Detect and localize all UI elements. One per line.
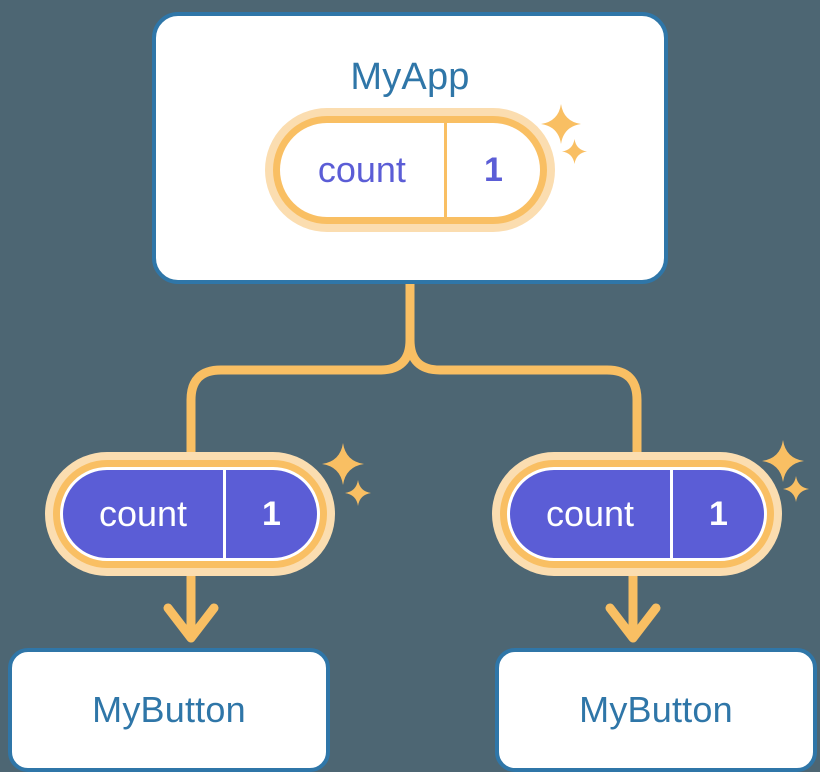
state-pill-ring: count 1 xyxy=(53,460,327,568)
state-pill-myapp[interactable]: count 1 xyxy=(265,108,555,232)
sparkle-icon xyxy=(345,480,371,506)
sparkle-icon xyxy=(783,476,809,502)
component-title-mybutton: MyButton xyxy=(92,689,246,730)
state-value-label: 1 xyxy=(223,470,317,558)
connector-branch-left xyxy=(186,335,415,457)
state-value-label: 1 xyxy=(670,470,764,558)
component-title-mybutton: MyButton xyxy=(579,689,733,730)
connector-branch-right xyxy=(405,335,642,457)
arrow-right-head xyxy=(605,603,661,643)
state-pill-body: count 1 xyxy=(280,123,540,217)
component-card-mybutton-right[interactable]: MyButton xyxy=(495,648,817,772)
component-title-myapp: MyApp xyxy=(350,56,470,98)
state-pill-body: count 1 xyxy=(507,467,767,561)
arrow-left-head xyxy=(163,603,219,643)
state-pill-ring: count 1 xyxy=(273,116,547,224)
state-pill-body: count 1 xyxy=(60,467,320,561)
component-card-mybutton-left[interactable]: MyButton xyxy=(8,648,330,772)
state-pill-branch-left[interactable]: count 1 xyxy=(45,452,335,576)
state-pill-branch-right[interactable]: count 1 xyxy=(492,452,782,576)
state-key-label: count xyxy=(545,493,635,534)
state-pill-ring: count 1 xyxy=(500,460,774,568)
state-key-label: count xyxy=(98,493,188,534)
state-value-label: 1 xyxy=(443,123,540,217)
sparkle-icon xyxy=(322,443,364,485)
state-key-label: count xyxy=(317,149,406,190)
